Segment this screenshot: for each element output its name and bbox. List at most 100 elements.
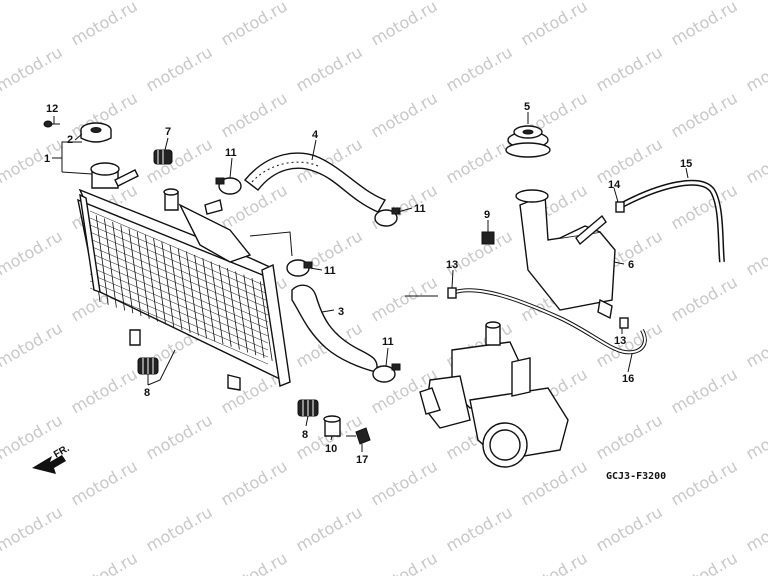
watermark-text: motod.ru [743, 502, 768, 555]
watermark-text: motod.ru [368, 548, 441, 576]
watermark-text: motod.ru [518, 456, 591, 509]
callout-11: 11 [225, 147, 237, 159]
watermark-text: motod.ru [443, 226, 516, 279]
radiator-fin [243, 274, 257, 356]
watermark-text: motod.ru [668, 88, 741, 141]
callout-13: 13 [446, 259, 458, 271]
callout-15: 15 [680, 158, 692, 170]
callout-11: 11 [382, 336, 394, 348]
watermark-text: motod.ru [218, 88, 291, 141]
radiator-fin [186, 251, 199, 336]
hose-clamp [286, 259, 313, 277]
watermark-text: motod.ru [293, 0, 366, 3]
radiator-fin [227, 268, 240, 350]
callout-1: 1 [44, 153, 50, 165]
watermark-text: motod.ru [743, 226, 768, 279]
watermark-text: motod.ru [0, 318, 66, 371]
callout-16: 16 [622, 373, 634, 385]
watermark-text: motod.ru [443, 0, 516, 3]
watermark-text: motod.ru [368, 456, 441, 509]
direction-label: FR. [52, 443, 72, 461]
bolt [481, 226, 495, 245]
callout-8: 8 [302, 429, 308, 441]
watermark-text: motod.ru [0, 42, 66, 95]
watermark-text: motod.ru [443, 502, 516, 555]
watermark-text: motod.ru [743, 134, 768, 187]
watermark-text: motod.ru [593, 42, 666, 95]
watermark-text: motod.ru [668, 272, 741, 325]
callout-6: 6 [628, 259, 634, 271]
callout-labels: 12 2 1 7 11 4 11 11 3 11 8 8 10 17 5 9 1… [44, 101, 692, 466]
watermark-text: motod.ru [68, 456, 141, 509]
watermark-text: motod.ru [518, 548, 591, 576]
watermark-text: motod.ru [668, 456, 741, 509]
callout-3: 3 [338, 306, 344, 318]
watermark-text: motod.ru [218, 456, 291, 509]
callout-12: 12 [46, 103, 58, 115]
callout-11: 11 [324, 265, 336, 277]
watermark-text: motod.ru [218, 0, 291, 49]
radiator-fin [89, 266, 269, 344]
radiator-fin [210, 261, 224, 345]
watermark-text: motod.ru [593, 410, 666, 463]
diagram-code: GCJ3-F3200 [606, 471, 666, 482]
radiator [77, 162, 291, 391]
watermark-text: motod.ru [743, 318, 768, 371]
radiator-fin [194, 254, 207, 339]
overflow-tube [620, 179, 725, 263]
watermark-text: motod.ru [218, 548, 291, 576]
watermark-text: motod.ru [143, 0, 216, 3]
radiator-fin [89, 245, 269, 323]
watermark-text: motod.ru [68, 364, 141, 417]
callout-10: 10 [325, 443, 337, 455]
radiator-fin [153, 238, 166, 325]
watermark-text: motod.ru [143, 42, 216, 95]
grommet [153, 149, 173, 165]
grommet [297, 399, 319, 417]
watermark-text: motod.ru [743, 410, 768, 463]
tube-clip [615, 201, 625, 213]
callout-7: 7 [165, 126, 171, 138]
radiator-fin [161, 241, 175, 328]
callout-14: 14 [608, 179, 621, 191]
watermark-text: motod.ru [0, 134, 66, 187]
watermark-text: motod.ru [668, 364, 741, 417]
radiator-fin [218, 264, 232, 347]
leader-lines [52, 112, 689, 452]
tube-clip [619, 317, 629, 329]
callout-17: 17 [356, 454, 368, 466]
callout-13: 13 [614, 335, 626, 347]
radiator-fin [89, 224, 269, 302]
watermark-text: motod.ru [368, 88, 441, 141]
radiator-fin [89, 287, 269, 365]
grommet [137, 357, 159, 375]
front-direction-arrow: FR. [32, 443, 72, 474]
watermark-text: motod.ru [293, 42, 366, 95]
radiator-fin [235, 271, 248, 353]
radiator-fin [89, 252, 269, 330]
radiator-fin [112, 221, 125, 311]
radiator-fin [89, 259, 269, 337]
watermark-text: motod.ru [668, 180, 741, 233]
radiator-fin [89, 231, 269, 309]
watermark-text: motod.ru [368, 0, 441, 49]
watermark-text: motod.ru [0, 502, 66, 555]
reserve-tank-cap [505, 125, 551, 158]
tube-clip [447, 287, 457, 299]
radiator-fin [89, 238, 269, 316]
reserve-tank [515, 189, 616, 320]
watermark-text: motod.ru [743, 0, 768, 3]
hose-clamp [372, 363, 401, 383]
siphon-tube [454, 288, 647, 355]
watermark-text: motod.ru [293, 502, 366, 555]
radiator-fin [89, 217, 269, 295]
callout-8: 8 [144, 387, 150, 399]
screw [43, 120, 60, 128]
radiator-fin [89, 280, 269, 358]
upper-hose [243, 152, 387, 213]
callout-2: 2 [67, 134, 73, 146]
watermark-text: motod.ru [668, 548, 741, 576]
bolt [346, 427, 371, 445]
